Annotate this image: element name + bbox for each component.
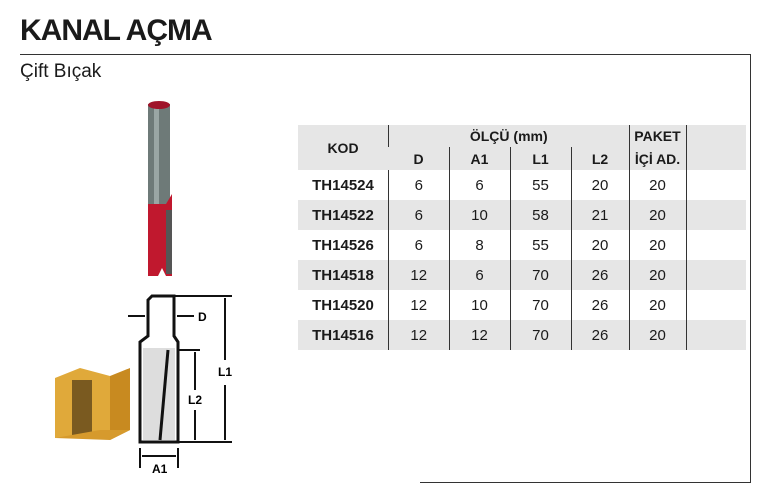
cell-a1: 12 <box>448 320 510 350</box>
cell-l1: 70 <box>509 260 571 290</box>
router-bit-photo <box>148 101 172 276</box>
header-d: D <box>413 150 424 167</box>
cell-l1: 70 <box>509 320 571 350</box>
cell-d: 12 <box>388 290 449 320</box>
cell-a1: 10 <box>448 200 510 230</box>
cell-l2: 26 <box>570 320 629 350</box>
cell-kod: TH14518 <box>312 266 374 284</box>
router-bit-diagram: D L1 L2 A1 <box>55 294 232 476</box>
frame-border-right <box>750 55 751 483</box>
cell-empty <box>685 230 746 260</box>
cell-empty <box>685 260 746 290</box>
cell-paket: 20 <box>628 290 686 320</box>
cell-empty <box>685 200 746 230</box>
header-kod: KOD <box>327 139 359 156</box>
cell-kod: TH14526 <box>312 236 374 254</box>
label-l1: L1 <box>218 365 232 379</box>
cell-l2: 20 <box>570 230 629 260</box>
cell-a1: 6 <box>448 170 510 200</box>
cell-l2: 20 <box>570 170 629 200</box>
label-l2: L2 <box>188 393 202 407</box>
cell-empty <box>685 320 746 350</box>
product-table: KOD ÖLÇÜ (mm) PAKET D A1 L1 L2 İÇİ AD. T… <box>298 125 746 350</box>
header-paket-ici: İÇİ AD. <box>628 147 686 170</box>
title-divider <box>20 54 751 55</box>
header-empty <box>685 125 746 170</box>
cell-paket: 20 <box>628 200 686 230</box>
page-title: KANAL AÇMA <box>20 14 213 47</box>
cell-d: 6 <box>388 230 449 260</box>
cell-kod: TH14516 <box>312 326 374 344</box>
cell-l2: 26 <box>570 260 629 290</box>
cell-d: 12 <box>388 320 449 350</box>
cell-kod: TH14522 <box>312 206 374 224</box>
cell-l1: 55 <box>509 170 571 200</box>
header-a1: A1 <box>448 147 510 170</box>
cell-l1: 58 <box>509 200 571 230</box>
header-l1: L1 <box>509 147 571 170</box>
cell-d: 12 <box>388 260 449 290</box>
cell-kod: TH14524 <box>312 176 374 194</box>
cell-empty <box>685 290 746 320</box>
cell-d: 6 <box>388 200 449 230</box>
page-subtitle: Çift Bıçak <box>20 61 102 82</box>
cell-kod: TH14520 <box>312 296 374 314</box>
cell-a1: 10 <box>448 290 510 320</box>
cell-l2: 21 <box>570 200 629 230</box>
wood-groove-illustration <box>55 368 130 440</box>
cell-l2: 26 <box>570 290 629 320</box>
cell-a1: 8 <box>448 230 510 260</box>
cell-paket: 20 <box>628 320 686 350</box>
header-olcu: ÖLÇÜ (mm) <box>388 125 629 147</box>
cell-paket: 20 <box>628 230 686 260</box>
header-l2: L2 <box>570 147 629 170</box>
cell-d: 6 <box>388 170 449 200</box>
label-a1: A1 <box>152 462 168 476</box>
cell-l1: 55 <box>509 230 571 260</box>
cell-empty <box>685 170 746 200</box>
cell-l1: 70 <box>509 290 571 320</box>
cell-paket: 20 <box>628 170 686 200</box>
frame-border-bottom <box>420 482 751 483</box>
cell-a1: 6 <box>448 260 510 290</box>
cell-paket: 20 <box>628 260 686 290</box>
label-d: D <box>198 310 207 324</box>
header-paket: PAKET <box>628 125 686 147</box>
